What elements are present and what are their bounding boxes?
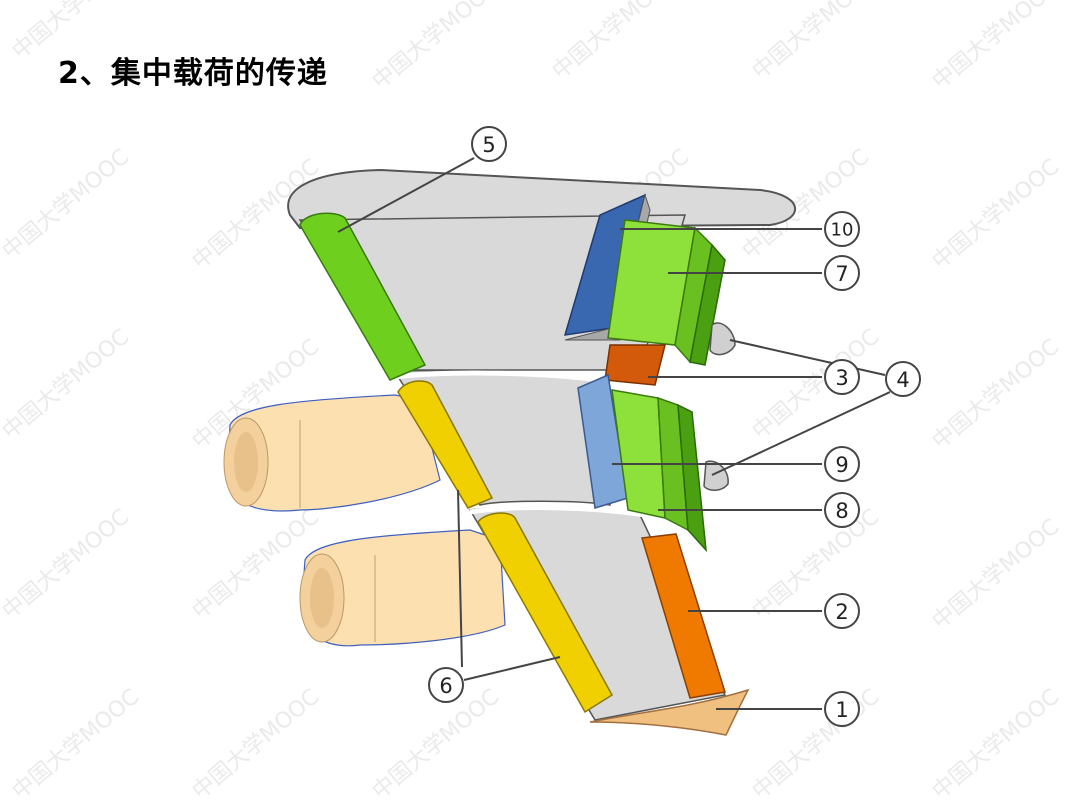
callout-7: 7 <box>824 255 860 291</box>
engine-lower <box>299 529 506 647</box>
page-title: 2、集中载荷的传递 <box>58 56 328 91</box>
fitting-orange <box>604 344 666 386</box>
watermark: 中国大学MOOC <box>748 685 884 805</box>
watermark: 中国大学MOOC <box>928 0 1064 95</box>
watermark: 中国大学MOOC <box>0 325 134 445</box>
watermark: 中国大学MOOC <box>748 0 884 85</box>
watermark: 中国大学MOOC <box>0 145 134 265</box>
leader-6a <box>457 489 463 668</box>
hinge-upper <box>709 322 736 356</box>
watermark: 中国大学MOOC <box>8 0 144 65</box>
watermark: 中国大学MOOC <box>368 0 504 95</box>
front-spar-lower <box>477 512 613 714</box>
watermark: 中国大学MOOC <box>928 515 1064 635</box>
front-spar-mid <box>397 380 494 509</box>
watermark: 中国大学MOOC <box>8 685 144 805</box>
rib-gap <box>389 370 611 385</box>
svg-text:2: 2 <box>835 600 848 624</box>
watermark: 中国大学MOOC <box>368 685 504 805</box>
callout-10: 10 <box>824 211 860 247</box>
callout-2: 2 <box>824 593 860 629</box>
callout-9: 9 <box>824 446 860 482</box>
callout-8: 8 <box>824 492 860 528</box>
svg-text:7: 7 <box>835 262 848 286</box>
hinge-middle <box>703 460 729 491</box>
watermark: 中国大学MOOC <box>748 505 884 625</box>
root-fairing <box>589 688 750 736</box>
flap-middle-back <box>677 403 707 553</box>
wing-tip-fairing <box>287 168 797 230</box>
watermark: 中国大学MOOC <box>928 335 1064 455</box>
leader-4b <box>711 391 891 476</box>
leader-4a <box>729 339 886 376</box>
svg-text:1: 1 <box>835 698 848 722</box>
svg-text:10: 10 <box>831 220 854 241</box>
watermark: 中国大学MOOC <box>928 155 1064 275</box>
callout-4: 4 <box>885 361 921 397</box>
rib-gap <box>469 505 646 518</box>
callout-5: 5 <box>471 126 507 162</box>
watermark: 中国大学MOOC <box>928 685 1064 805</box>
svg-text:3: 3 <box>835 366 848 390</box>
watermark: 中国大学MOOC <box>188 685 324 805</box>
svg-text:4: 4 <box>896 368 909 392</box>
watermark: 中国大学MOOC <box>548 0 684 85</box>
svg-text:9: 9 <box>835 453 848 477</box>
callout-3: 3 <box>824 359 860 395</box>
callout-6: 6 <box>428 667 464 703</box>
leader-5 <box>337 157 475 233</box>
flap-upper-back <box>689 243 726 366</box>
rear-spar-lower <box>641 533 726 699</box>
leader-6b <box>463 656 561 681</box>
svg-text:6: 6 <box>439 674 452 698</box>
svg-text:5: 5 <box>482 133 495 157</box>
front-spar-upper <box>299 212 427 381</box>
callout-1: 1 <box>824 691 860 727</box>
svg-text:8: 8 <box>835 499 848 523</box>
watermark: 中国大学MOOC <box>0 505 134 625</box>
engine-upper <box>223 394 441 512</box>
